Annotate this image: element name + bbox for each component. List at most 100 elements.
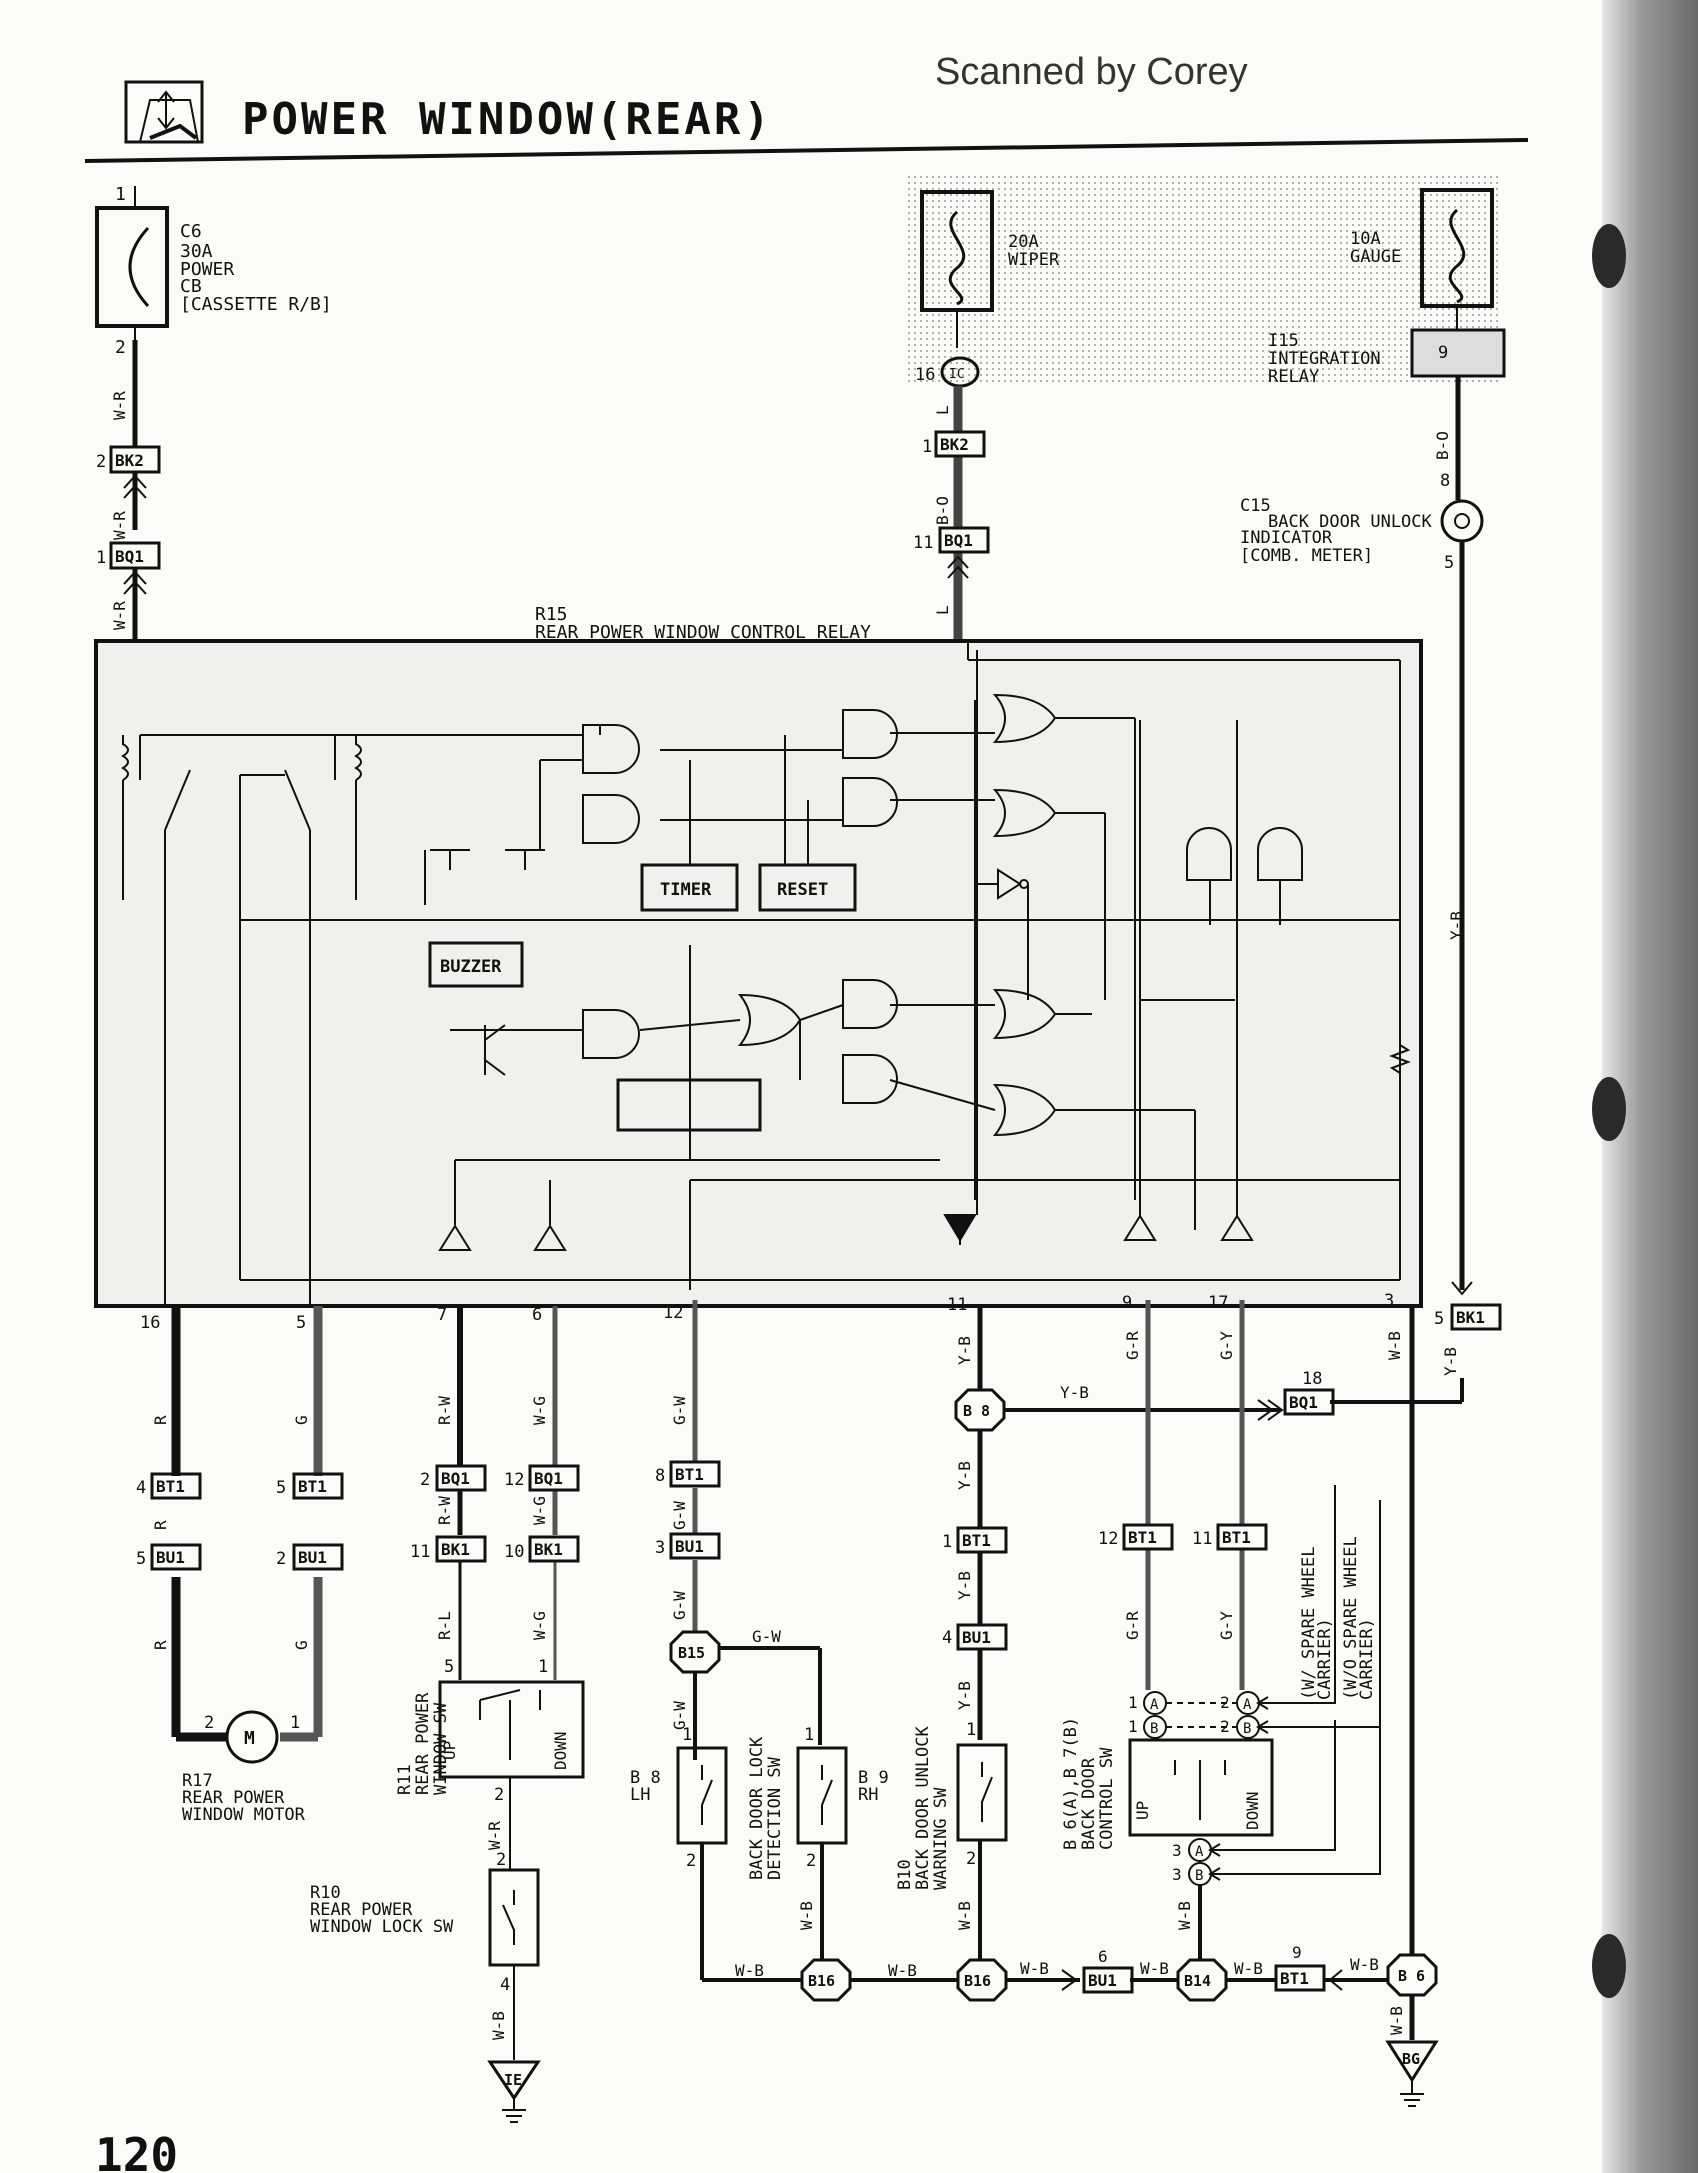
svg-text:BQ1: BQ1	[534, 1469, 563, 1488]
splice-b16-right: B16	[956, 1958, 1008, 2002]
svg-text:1: 1	[922, 437, 932, 457]
connector-bk2-right: 1 BK2	[922, 430, 986, 458]
connector-bk1-y-b: 5 BK1	[1434, 1303, 1502, 1331]
svg-text:G-W: G-W	[752, 1627, 781, 1646]
svg-text:B 6(A),B 7(B): B 6(A),B 7(B)	[1061, 1717, 1081, 1850]
svg-text:6: 6	[532, 1305, 542, 1325]
reset-block: RESET	[777, 880, 828, 900]
svg-text:WINDOW LOCK SW: WINDOW LOCK SW	[310, 1917, 454, 1937]
i15-integration-relay: 9	[1410, 328, 1506, 378]
connector-bu1-g-w: 3 BU1	[655, 1532, 721, 1560]
svg-text:W-B: W-B	[1020, 1959, 1049, 1978]
b8-label: B 8 LH	[630, 1768, 661, 1805]
svg-text:C15: C15	[1240, 496, 1271, 516]
svg-text:W-B: W-B	[1234, 1959, 1263, 1978]
svg-text:(W/O SPARE WHEEL: (W/O SPARE WHEEL	[1341, 1536, 1361, 1700]
svg-text:G-W: G-W	[670, 1591, 689, 1620]
wire-y-b	[977, 1306, 1464, 1740]
r10-lock-switch: 4 IE	[487, 1868, 541, 2123]
svg-text:BT1: BT1	[1280, 1969, 1309, 1988]
svg-text:DETECTION SW: DETECTION SW	[765, 1756, 785, 1880]
svg-text:3: 3	[655, 1538, 665, 1558]
svg-text:REAR POWER: REAR POWER	[310, 1900, 413, 1920]
svg-text:2: 2	[420, 1470, 430, 1490]
svg-text:B14: B14	[1184, 1972, 1211, 1990]
svg-text:G-Y: G-Y	[1217, 1611, 1236, 1640]
connector-bt1-g-r: 12 BT1	[1098, 1523, 1174, 1551]
svg-text:1: 1	[538, 1657, 548, 1677]
svg-text:IC: IC	[949, 367, 965, 382]
svg-text:W-G: W-G	[530, 1496, 549, 1525]
svg-text:BK2: BK2	[115, 451, 144, 470]
svg-text:LH: LH	[630, 1785, 650, 1805]
svg-text:BU1: BU1	[298, 1548, 327, 1567]
svg-text:B16: B16	[964, 1972, 991, 1990]
svg-text:5: 5	[1434, 1309, 1444, 1329]
svg-text:BACK DOOR UNLOCK: BACK DOOR UNLOCK	[1268, 512, 1433, 532]
svg-text:2: 2	[494, 1785, 504, 1805]
svg-text:BACK DOOR UNLOCK: BACK DOOR UNLOCK	[913, 1725, 933, 1890]
splice-b8: B 8	[954, 1388, 1006, 1432]
svg-text:17: 17	[1208, 1293, 1228, 1313]
svg-text:W-B: W-B	[1387, 2006, 1406, 2035]
svg-text:BK2: BK2	[940, 435, 969, 454]
svg-text:A: A	[1195, 1844, 1204, 1860]
svg-text:R-W: R-W	[435, 1396, 454, 1425]
svg-text:B10: B10	[895, 1859, 915, 1890]
svg-text:Y-B: Y-B	[955, 1461, 974, 1490]
svg-text:BT1: BT1	[156, 1477, 185, 1496]
svg-text:5: 5	[296, 1313, 306, 1333]
connector-bu1-motor-g: 2 BU1	[276, 1543, 344, 1571]
wire-b-o-gauge	[1455, 376, 1465, 1290]
svg-text:G: G	[292, 1640, 311, 1650]
svg-text:1: 1	[804, 1725, 814, 1745]
relay-pin-labels: 16 5 7 6 12 11 9 17 3	[140, 1291, 1394, 1333]
svg-text:2: 2	[276, 1549, 286, 1569]
r15-id: R15	[535, 604, 568, 625]
svg-text:BQ1: BQ1	[441, 1469, 470, 1488]
connector-bt1-y-b: 1 BT1	[942, 1526, 1008, 1554]
svg-text:BT1: BT1	[1128, 1528, 1157, 1547]
svg-text:R-W: R-W	[435, 1496, 454, 1525]
connector-bq1-r-w: 2 BQ1	[420, 1464, 487, 1492]
svg-text:7: 7	[437, 1305, 447, 1325]
svg-text:L: L	[933, 605, 952, 615]
svg-text:BU1: BU1	[1088, 1971, 1117, 1990]
binder-hole	[1592, 1934, 1626, 1998]
svg-text:W-B: W-B	[1350, 1955, 1379, 1974]
splice-b15: B15	[669, 1630, 721, 1674]
svg-text:1: 1	[115, 184, 126, 205]
svg-text:WINDOW MOTOR: WINDOW MOTOR	[182, 1805, 306, 1825]
svg-text:B: B	[1150, 1721, 1158, 1737]
svg-text:1: 1	[682, 1725, 692, 1745]
svg-text:W-R: W-R	[110, 601, 129, 630]
svg-text:W-B: W-B	[1385, 1331, 1404, 1360]
svg-text:GAUGE: GAUGE	[1350, 247, 1401, 267]
wire-g-motor	[280, 1306, 323, 1742]
wiper-fuse-label: 20A WIPER	[1008, 232, 1060, 270]
svg-text:1: 1	[1128, 1693, 1138, 1712]
r17-label: R17 REAR POWER WINDOW MOTOR	[182, 1771, 306, 1825]
svg-text:BK1: BK1	[1456, 1308, 1485, 1327]
svg-text:W-B: W-B	[1175, 1901, 1194, 1930]
svg-text:BK1: BK1	[534, 1540, 563, 1559]
connector-bt1-g-w: 8 BT1	[655, 1460, 721, 1488]
svg-text:BK1: BK1	[441, 1540, 470, 1559]
r15-label: REAR POWER WINDOW CONTROL RELAY	[535, 622, 871, 643]
svg-text:1: 1	[966, 1720, 976, 1740]
svg-text:4: 4	[942, 1628, 952, 1648]
svg-text:11: 11	[410, 1542, 430, 1562]
svg-text:IE: IE	[504, 2071, 522, 2089]
wiper-fuse	[920, 190, 994, 348]
b9-rh-switch: 1 2	[796, 1725, 848, 1960]
svg-text:9: 9	[1292, 1943, 1302, 1962]
svg-text:B 9: B 9	[858, 1768, 889, 1788]
b9-label: B 9 RH	[858, 1768, 889, 1805]
connector-bt1-ground: 9 BT1	[1274, 1943, 1343, 1992]
svg-text:CARRIER): CARRIER)	[1315, 1618, 1335, 1700]
svg-text:[CASSETTE R/B]: [CASSETTE R/B]	[180, 294, 332, 315]
svg-text:W-B: W-B	[797, 1901, 816, 1930]
svg-text:B-O: B-O	[933, 496, 952, 525]
svg-text:REAR POWER: REAR POWER	[413, 1692, 433, 1795]
connector-bu1-y-b: 4 BU1	[942, 1623, 1008, 1651]
